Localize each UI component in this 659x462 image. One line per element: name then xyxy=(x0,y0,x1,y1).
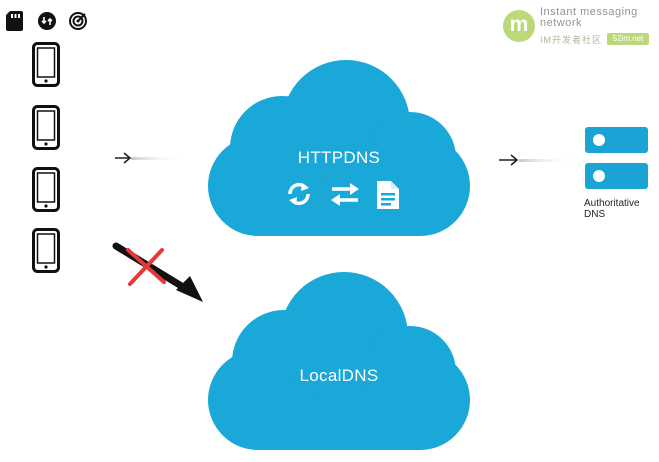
blocked-arrow-to-localdns xyxy=(110,238,210,313)
smartphone-icon xyxy=(32,105,60,150)
server-icon xyxy=(585,127,648,153)
watermark-logo: m xyxy=(503,10,535,42)
exchange-arrows-icon xyxy=(328,180,362,208)
watermark-badge: 52im.net xyxy=(607,33,649,45)
x-mark-icon xyxy=(126,248,166,286)
radar-icon xyxy=(69,12,87,30)
refresh-icon xyxy=(284,180,314,208)
authoritative-dns-label: Authoritative DNS xyxy=(584,198,640,220)
httpdns-cloud: HTTPDNS xyxy=(204,60,474,238)
localdns-label: LocalDNS xyxy=(299,366,379,385)
localdns-cloud: LocalDNS xyxy=(204,270,474,452)
arrow-to-httpdns xyxy=(113,150,183,171)
smartphone-icon xyxy=(32,42,60,87)
server-icon xyxy=(585,163,648,189)
sync-icon xyxy=(38,12,56,30)
document-icon xyxy=(375,179,401,211)
watermark-title: Instant messaging network xyxy=(540,6,638,29)
httpdns-label: HTTPDNS xyxy=(297,148,381,167)
watermark-subtitle: IM开发者社区 xyxy=(540,35,602,45)
smartphone-icon xyxy=(32,167,60,212)
sd-card-icon xyxy=(6,11,23,31)
arrow-to-authoritative xyxy=(497,152,577,173)
smartphone-icon xyxy=(32,228,60,273)
